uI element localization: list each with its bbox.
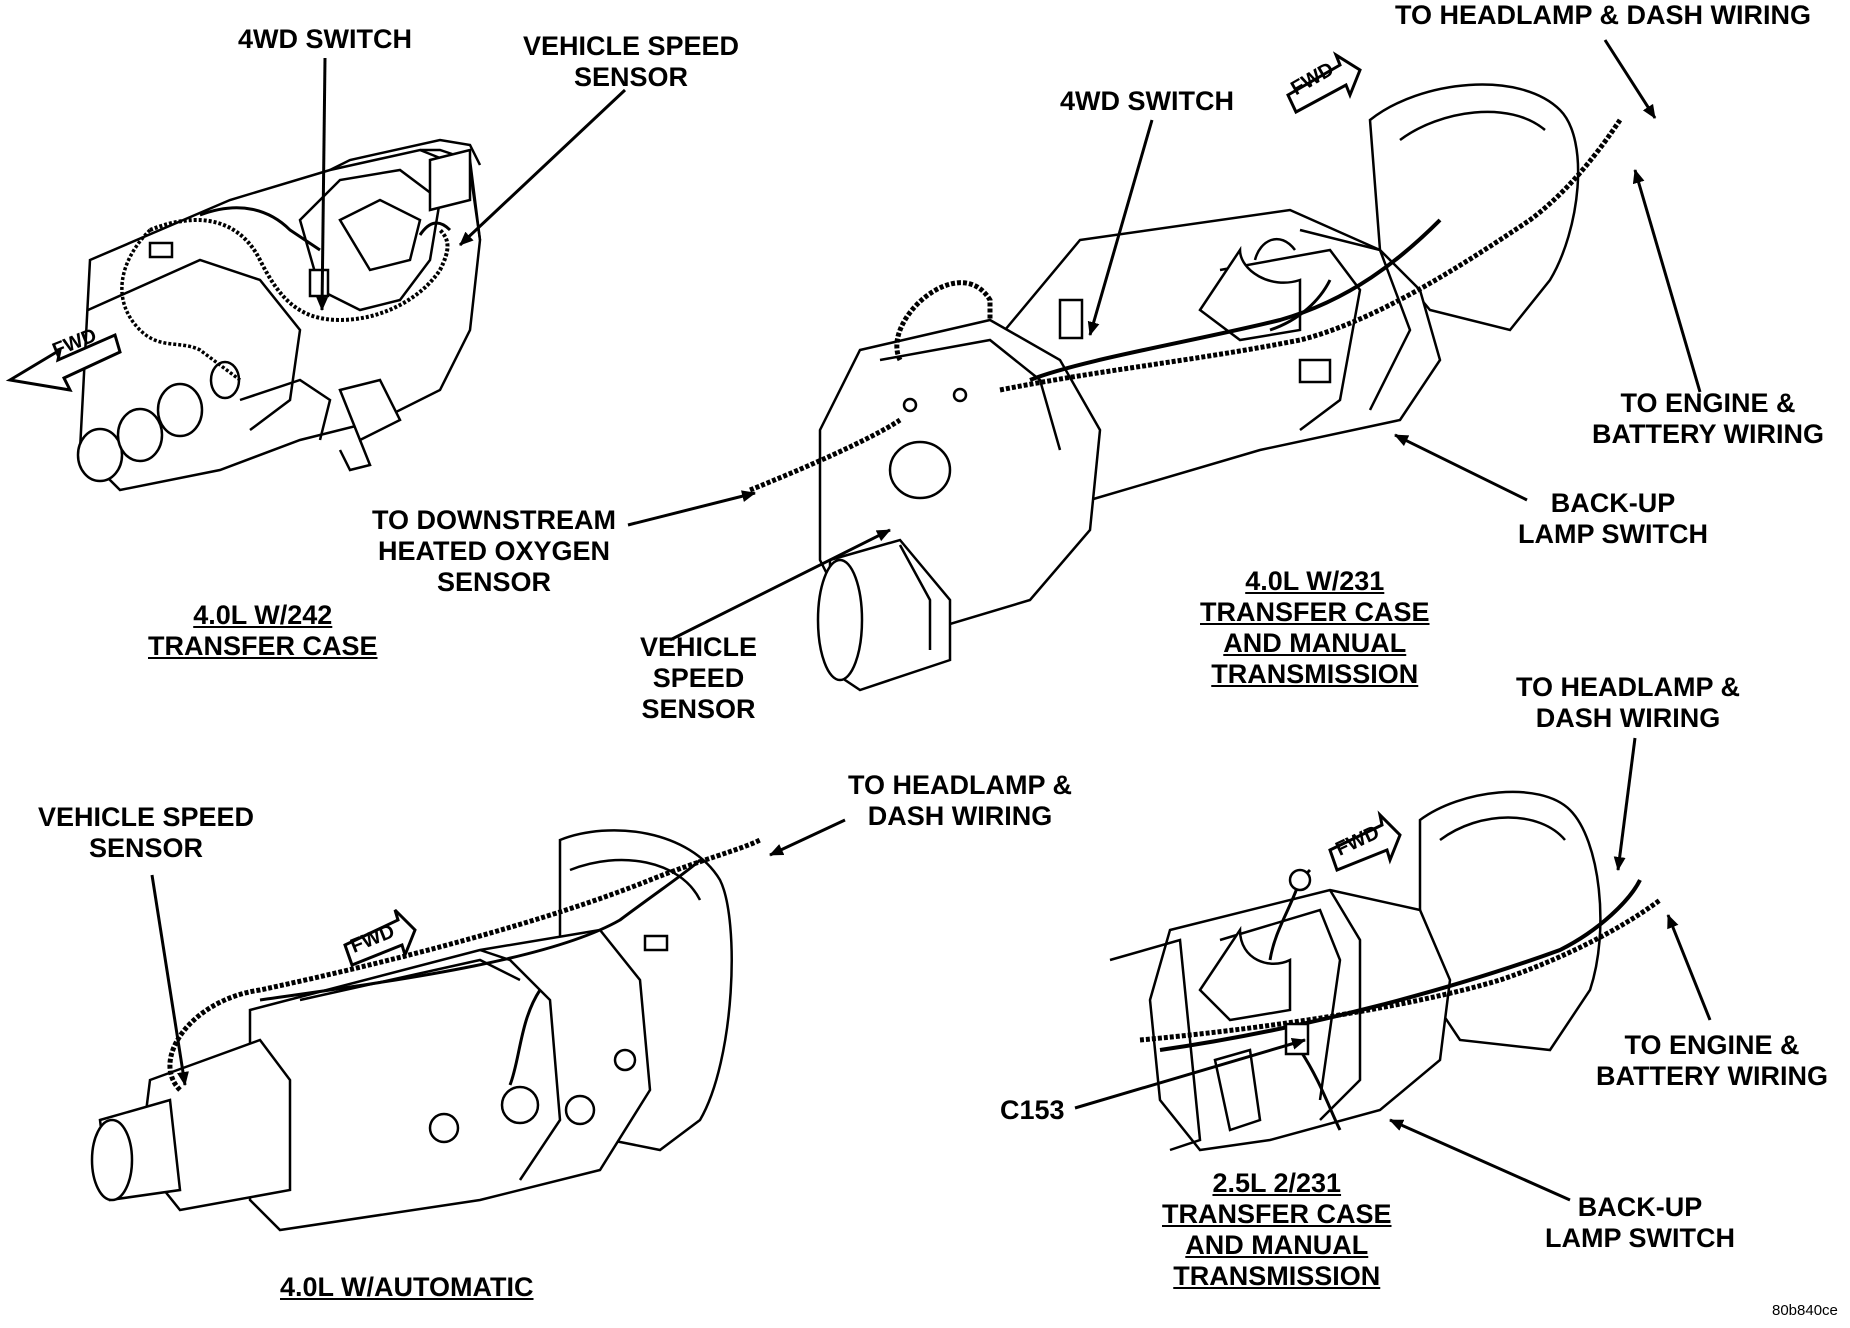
leader-vss-tr	[669, 528, 891, 642]
leader-vss-bl	[150, 874, 189, 1086]
leader-engine-battery-tr	[1632, 169, 1702, 393]
figure-code: 80b840ce	[1772, 1302, 1838, 1319]
label-vss-bl: VEHICLE SPEED SENSOR	[38, 802, 255, 863]
label-headlamp-bl: TO HEADLAMP & DASH WIRING	[848, 770, 1073, 831]
leader-engine-battery-br	[1666, 914, 1712, 1021]
fwd-arrow-bottom-left	[343, 908, 417, 967]
leader-4wd-switch-tl	[316, 57, 329, 311]
leader-c153	[1074, 1037, 1306, 1110]
label-vss-tr: VEHICLE SPEED SENSOR	[640, 632, 758, 724]
label-engine-battery-tr: TO ENGINE & BATTERY WIRING	[1592, 388, 1824, 449]
automatic-transmission-illustration	[90, 829, 762, 1232]
fwd-arrow-top-left	[5, 332, 122, 392]
leader-oxygen-sensor	[627, 490, 756, 527]
label-4wd-switch-tl: 4WD SWITCH	[238, 24, 412, 54]
label-vss-tl: VEHICLE SPEED SENSOR	[523, 31, 740, 92]
label-headlamp-tr: TO HEADLAMP & DASH WIRING	[1395, 0, 1812, 30]
caption-4.0l-automatic: 4.0L W/AUTOMATIC	[280, 1272, 534, 1302]
label-backup-switch-br: BACK-UP LAMP SWITCH	[1545, 1192, 1735, 1253]
caption-2.5l-231: 2.5L 2/231 TRANSFER CASE AND MANUAL TRAN…	[1162, 1168, 1392, 1291]
label-4wd-switch-tr: 4WD SWITCH	[1060, 86, 1234, 116]
leader-headlamp-bl	[769, 818, 846, 857]
label-backup-switch-tr: BACK-UP LAMP SWITCH	[1518, 488, 1708, 549]
label-oxygen-sensor: TO DOWNSTREAM HEATED OXYGEN SENSOR	[372, 505, 616, 597]
fwd-arrow-bottom-right	[1328, 810, 1402, 872]
leader-headlamp-br	[1613, 737, 1637, 871]
transmission-2.5l-illustration	[1109, 790, 1662, 1152]
leader-vss-tl	[458, 88, 627, 247]
transfer-case-242-illustration	[76, 138, 482, 492]
label-engine-battery-br: TO ENGINE & BATTERY WIRING	[1596, 1030, 1828, 1091]
label-headlamp-br: TO HEADLAMP & DASH WIRING	[1516, 672, 1741, 733]
transmission-231-manual-illustration	[749, 83, 1623, 692]
leader-4wd-switch-tr	[1087, 119, 1154, 336]
leader-headlamp-tr	[1603, 39, 1657, 119]
leader-backup-switch-br	[1389, 1118, 1571, 1202]
fwd-arrow-top-right	[1286, 51, 1362, 115]
leader-backup-switch-tr	[1394, 433, 1528, 502]
label-c153: C153	[1000, 1095, 1065, 1125]
caption-4.0l-w242: 4.0L W/242 TRANSFER CASE	[148, 600, 378, 661]
caption-4.0l-w231: 4.0L W/231 TRANSFER CASE AND MANUAL TRAN…	[1200, 566, 1430, 689]
